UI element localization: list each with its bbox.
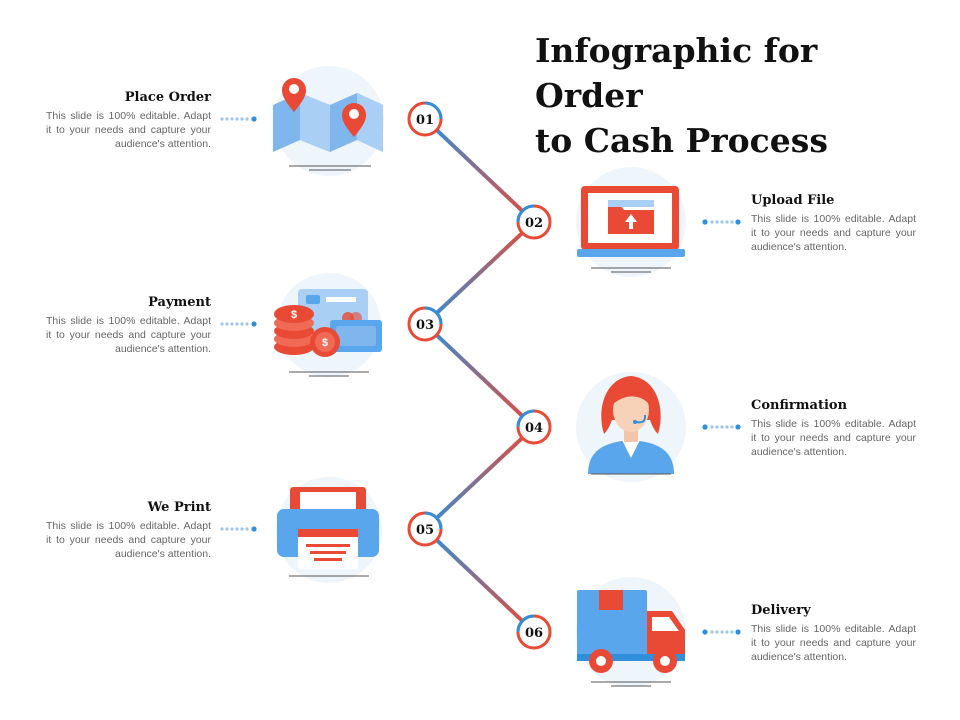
support-agent-icon [576, 372, 686, 482]
step-node-05: 05 [407, 511, 443, 547]
step-number: 01 [416, 113, 434, 128]
title-line-1: Infographic for Order [535, 31, 818, 115]
connector-01-02 [423, 117, 536, 224]
svg-text:$: $ [322, 337, 328, 349]
step-title: Payment [148, 295, 211, 310]
step-title: We Print [147, 500, 211, 515]
step-description: This slide is 100% editable. Adapt it to… [46, 520, 211, 560]
step-number: 06 [525, 626, 543, 641]
payment-icon: $ $ [274, 273, 382, 377]
printer-icon [276, 477, 382, 583]
step-04-text: Confirmation This slide is 100% editable… [751, 398, 916, 459]
step-title: Place Order [124, 90, 211, 105]
step-06-text: Delivery This slide is 100% editable. Ad… [751, 603, 916, 664]
connector-04-05 [423, 425, 536, 531]
leader-03 [220, 321, 257, 327]
step-node-03: 03 [407, 306, 443, 342]
map-pin-icon [273, 66, 384, 176]
dotted-leaders [220, 116, 741, 635]
step-title: Confirmation [751, 398, 848, 413]
step-node-06: 06 [516, 614, 552, 650]
connector-02-03 [423, 220, 536, 326]
step-01-text: Place Order This slide is 100% editable.… [46, 90, 211, 151]
connector-05-06 [423, 527, 536, 634]
step-title: Delivery [751, 603, 811, 618]
step-description: This slide is 100% editable. Adapt it to… [751, 213, 916, 253]
step-number: 03 [416, 318, 434, 333]
step-node-04: 04 [516, 409, 552, 445]
step-description: This slide is 100% editable. Adapt it to… [46, 315, 211, 355]
step-node-02: 02 [516, 204, 552, 240]
step-05-text: We Print This slide is 100% editable. Ad… [46, 500, 211, 561]
step-02-text: Upload File This slide is 100% editable.… [751, 193, 916, 254]
leader-04 [702, 424, 741, 430]
delivery-truck-icon [576, 577, 686, 687]
laptop-upload-icon [576, 167, 686, 277]
step-number: 02 [525, 216, 543, 231]
step-03-text: Payment This slide is 100% editable. Ada… [46, 295, 211, 356]
step-title: Upload File [751, 193, 835, 208]
slide-title: Infographic for Order to Cash Process [535, 28, 935, 163]
leader-06 [702, 629, 741, 635]
title-line-2: to Cash Process [535, 121, 828, 160]
step-node-01: 01 [407, 101, 443, 137]
step-description: This slide is 100% editable. Adapt it to… [46, 110, 211, 150]
connector-lines [423, 117, 536, 634]
svg-text:$: $ [291, 309, 297, 321]
leader-05 [220, 526, 257, 532]
leader-02 [702, 219, 741, 225]
step-description: This slide is 100% editable. Adapt it to… [751, 418, 916, 458]
step-description: This slide is 100% editable. Adapt it to… [751, 623, 916, 663]
connector-03-04 [423, 322, 536, 429]
step-number: 05 [416, 523, 434, 538]
step-number: 04 [525, 421, 543, 436]
leader-01 [220, 116, 257, 122]
